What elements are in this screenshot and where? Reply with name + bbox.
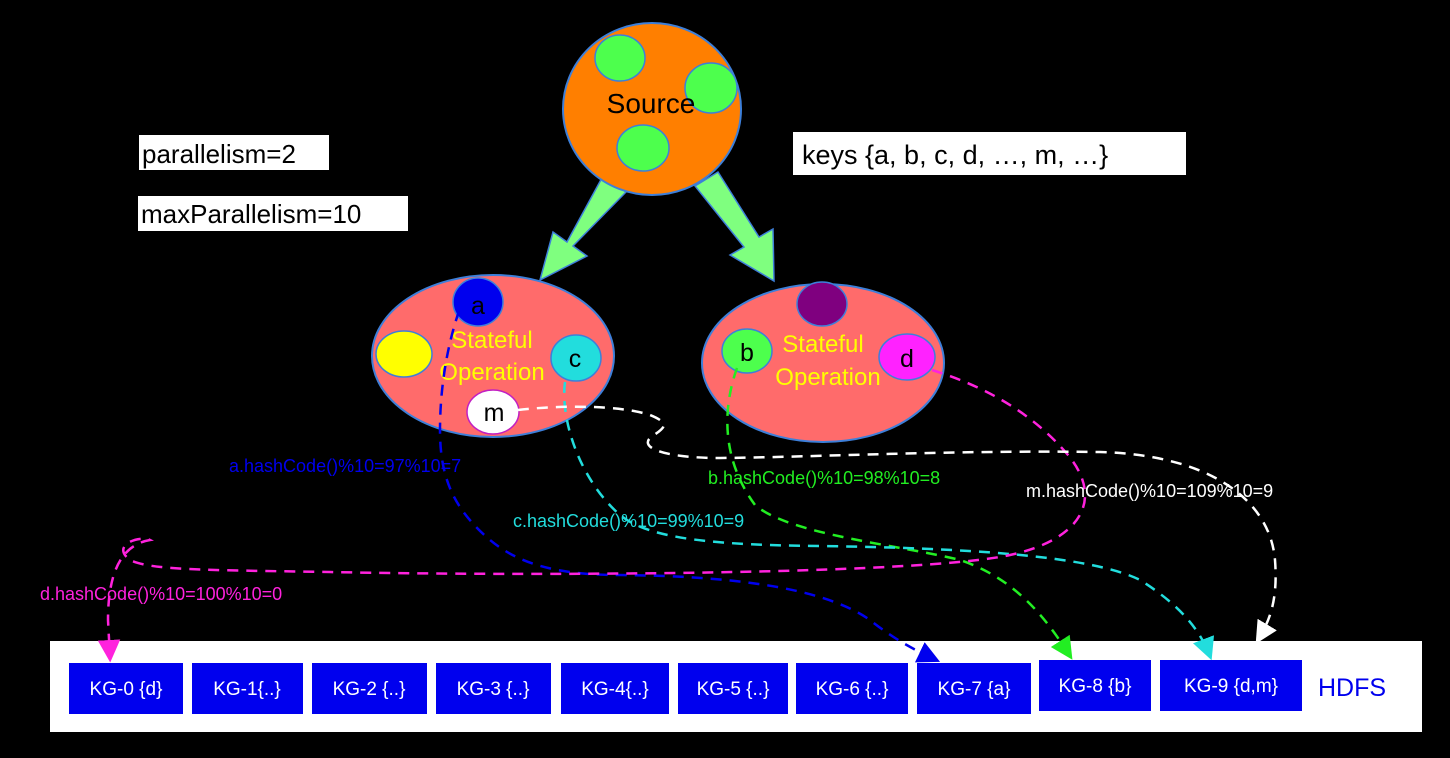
key-group-label: KG-8 {b} xyxy=(1059,676,1132,697)
key-group-list: KG-0 {d} KG-1{..} KG-2 {..} KG-3 {..} KG… xyxy=(69,660,1302,714)
key-group-box xyxy=(917,663,1031,714)
operator-label-line1: Stateful xyxy=(782,331,863,358)
hash-label-c: c.hashCode()%10=99%10=9 xyxy=(513,511,744,531)
key-m-route xyxy=(517,405,1277,644)
key-a-element xyxy=(452,277,504,327)
key-group-label: KG-2 {..} xyxy=(333,679,406,700)
key-c-label: c xyxy=(569,345,582,373)
keys-label: keys {a, b, c, d, …, m, …} xyxy=(802,140,1108,170)
max-parallelism-label-bg xyxy=(138,196,408,231)
key-group-box xyxy=(69,663,183,714)
left-distribution-arrow xyxy=(538,174,628,282)
key-group-label: KG-3 {..} xyxy=(457,679,530,700)
key-m-element xyxy=(466,389,520,435)
source-element xyxy=(616,124,670,172)
source-element xyxy=(684,62,738,114)
key-group-label: KG-5 {..} xyxy=(697,679,770,700)
hash-label-m: m.hashCode()%10=109%10=9 xyxy=(1026,481,1273,501)
max-parallelism-label: maxParallelism=10 xyxy=(141,199,361,229)
key-group-label: KG-6 {..} xyxy=(816,679,889,700)
key-c-element xyxy=(550,334,602,382)
parallelism-label: parallelism=2 xyxy=(142,139,296,169)
key-b-route xyxy=(726,367,1073,660)
key-m-label: m xyxy=(484,399,505,427)
key-group-box xyxy=(1039,660,1151,711)
hash-label-d: d.hashCode()%10=100%10=0 xyxy=(40,584,282,604)
key-group-box xyxy=(561,663,669,714)
unlabeled-key-element xyxy=(375,330,433,378)
key-d-label: d xyxy=(900,345,914,373)
source-element xyxy=(594,34,646,82)
unlabeled-key-element xyxy=(796,281,848,327)
key-group-box xyxy=(1160,660,1302,711)
source-node: Source xyxy=(562,22,742,196)
key-group-label: KG-4{..} xyxy=(581,679,649,700)
key-a-label: a xyxy=(471,292,485,320)
key-b-label: b xyxy=(740,339,754,367)
hdfs-label: HDFS xyxy=(1318,674,1386,702)
key-group-label: KG-1{..} xyxy=(213,679,281,700)
key-group-box xyxy=(678,663,788,714)
operator-label-line2: Operation xyxy=(775,364,880,391)
key-group-box xyxy=(192,663,303,714)
key-group-box xyxy=(436,663,551,714)
key-group-label: KG-7 {a} xyxy=(938,679,1011,700)
stateful-operator-left: a c m Stateful Operation xyxy=(371,274,615,438)
source-label: Source xyxy=(607,88,696,119)
stateful-operator-right: b d Stateful Operation xyxy=(701,281,945,443)
key-group-box xyxy=(312,663,427,714)
operator-label-line2: Operation xyxy=(439,359,544,386)
key-group-label: KG-9 {d,m} xyxy=(1184,676,1278,697)
key-group-label: KG-0 {d} xyxy=(90,679,163,700)
operator-label-line1: Stateful xyxy=(451,327,532,354)
key-d-route xyxy=(97,368,1087,663)
right-distribution-arrow xyxy=(693,170,775,283)
parallelism-label-bg xyxy=(139,135,329,170)
hash-label-a: a.hashCode()%10=97%10=7 xyxy=(229,456,461,476)
key-c-route xyxy=(563,381,1215,661)
key-group-box xyxy=(796,663,908,714)
key-b-element xyxy=(721,328,773,374)
key-d-element xyxy=(878,333,936,381)
hash-label-b: b.hashCode()%10=98%10=8 xyxy=(708,468,940,488)
keys-label-bg xyxy=(793,132,1186,175)
